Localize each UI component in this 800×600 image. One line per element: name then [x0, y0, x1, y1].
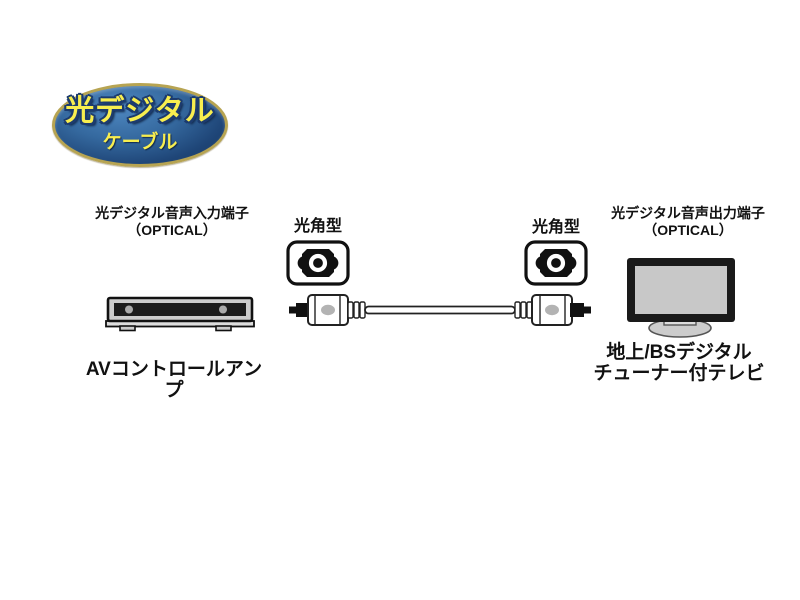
optical-cable-icon [288, 290, 592, 330]
badge-title: 光デジタル [65, 94, 215, 127]
tv-name-line2: チューナー付テレビ [593, 363, 765, 384]
output-port-label-line2: （OPTICAL） [643, 222, 733, 238]
tv-name-line1: 地上/BSデジタル [606, 342, 752, 363]
toslink-port-icon [524, 240, 588, 286]
tv-name-label: 地上/BSデジタル チューナー付テレビ [589, 342, 769, 384]
tv-icon [618, 254, 748, 340]
right-plug-type-label: 光角型 [531, 219, 580, 236]
toslink-port-icon [286, 240, 350, 286]
input-port-label-line1: 光デジタル音声入力端子 [95, 205, 249, 221]
input-port-label: 光デジタル音声入力端子 （OPTICAL） [82, 205, 262, 239]
output-port-label-line1: 光デジタル音声出力端子 [611, 205, 765, 221]
input-port-label-line2: （OPTICAL） [127, 222, 217, 238]
badge-subtitle: ケーブル [102, 132, 178, 154]
av-amplifier-icon [104, 295, 256, 335]
left-plug-type-label: 光角型 [293, 218, 342, 235]
output-port-label: 光デジタル音声出力端子 （OPTICAL） [598, 205, 778, 239]
optical-cable-badge: 光デジタル ケーブル [52, 83, 228, 167]
amplifier-name-label: AVコントロールアンプ [85, 359, 263, 401]
